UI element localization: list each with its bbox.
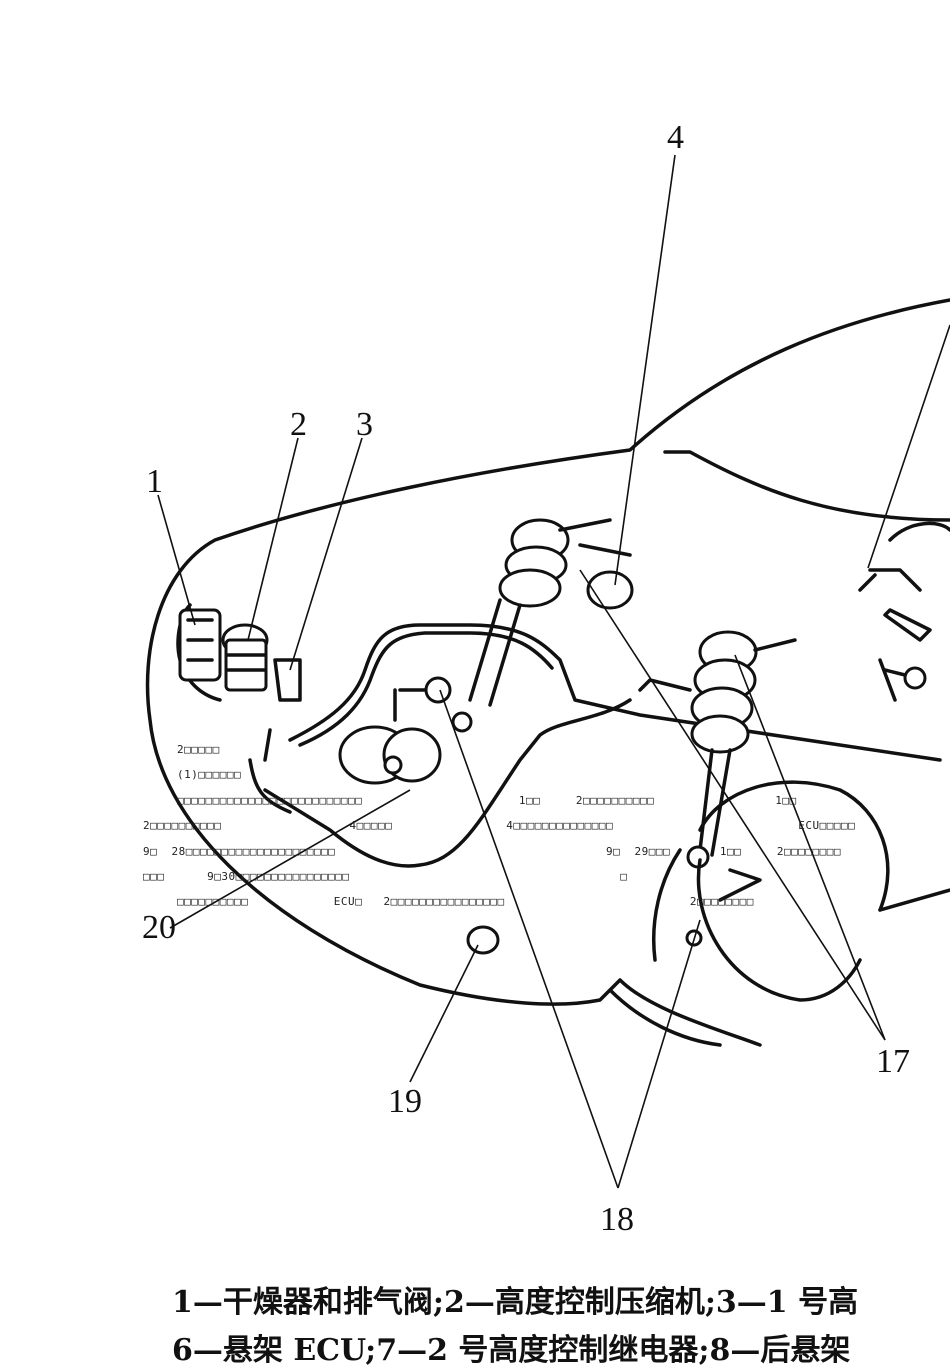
front-strut <box>451 518 634 733</box>
callout-2: 2 <box>290 406 307 443</box>
air-pipe-main <box>288 623 942 762</box>
overlay-line-5: 9□ 28□□□□□□□□□□□□□□□□□□□□□ 9□ 29□□□ 1□□ … <box>143 845 842 858</box>
rear-right-components <box>858 521 950 702</box>
front-components <box>176 603 302 762</box>
callout-18: 18 <box>600 1201 634 1238</box>
car-body-outline <box>145 298 950 1047</box>
caption-line-2: 6—悬架 ECU;7—2 号高度控制继电器;8—后悬架 <box>172 1333 851 1368</box>
callout-1: 1 <box>146 463 163 500</box>
callout-4: 4 <box>667 119 684 156</box>
overlay-line-4: 2□□□□□□□□□□ 4□□□□□ 4□□□□□□□□□□□□□□ ECU□□… <box>143 819 856 832</box>
rear-body-line <box>878 888 950 912</box>
connector-19 <box>466 925 500 955</box>
callout-20: 20 <box>142 909 176 946</box>
overlay-line-1: 2□□□□□ <box>177 743 220 756</box>
callout-17: 17 <box>876 1043 910 1080</box>
callout-3: 3 <box>356 406 373 443</box>
height-sensor-front <box>393 676 452 722</box>
air-pipe-second <box>298 631 554 747</box>
overlay-line-3: □□□□□□□□□□□□□□□□□□□□□□□□□□ 1□□ 2□□□□□□□□… <box>177 794 797 807</box>
air-pipe-lower <box>263 698 632 868</box>
leader-lines <box>157 154 950 1189</box>
overlay-line-6: □□□ 9□30□□□□□□□□□□□□□□□□ □ <box>143 870 628 883</box>
roof-line <box>663 450 950 522</box>
rear-wheel <box>651 780 890 1002</box>
callout-19: 19 <box>388 1083 422 1120</box>
compressor-tank <box>338 725 442 785</box>
overlay-line-2: (1)□□□□□□ <box>177 768 242 781</box>
overlay-line-7: □□□□□□□□□□ ECU□ 2□□□□□□□□□□□□□□□□ 2□□□□□… <box>177 895 754 908</box>
caption-line-1: 1—干燥器和排气阀;2—高度控制压缩机;3—1 号高 <box>172 1285 859 1320</box>
